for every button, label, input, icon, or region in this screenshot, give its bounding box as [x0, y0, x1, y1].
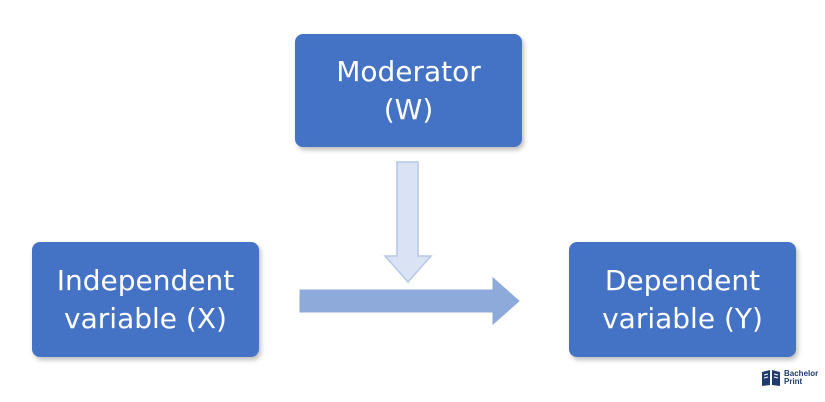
book-icon [762, 370, 780, 386]
bachelorprint-logo: Bachelor Print [761, 369, 818, 387]
dependent-variable-box: Dependent variable (Y) [569, 242, 796, 357]
independent-variable-box: Independent variable (X) [32, 242, 259, 357]
independent-label-line2: variable (X) [64, 301, 227, 335]
moderator-label-line1: Moderator [336, 54, 481, 88]
moderator-label-line2: (W) [383, 92, 434, 126]
dependent-label-line1: Dependent [604, 263, 761, 297]
logo-text-line1: Bachelor [784, 369, 819, 378]
dependent-label-line2: variable (Y) [602, 301, 763, 335]
moderator-arrow [383, 161, 433, 284]
causal-arrow [299, 276, 520, 326]
independent-label-line1: Independent [56, 263, 235, 297]
moderator-box: Moderator (W) [295, 34, 522, 147]
logo-text-line2: Print [784, 377, 803, 386]
